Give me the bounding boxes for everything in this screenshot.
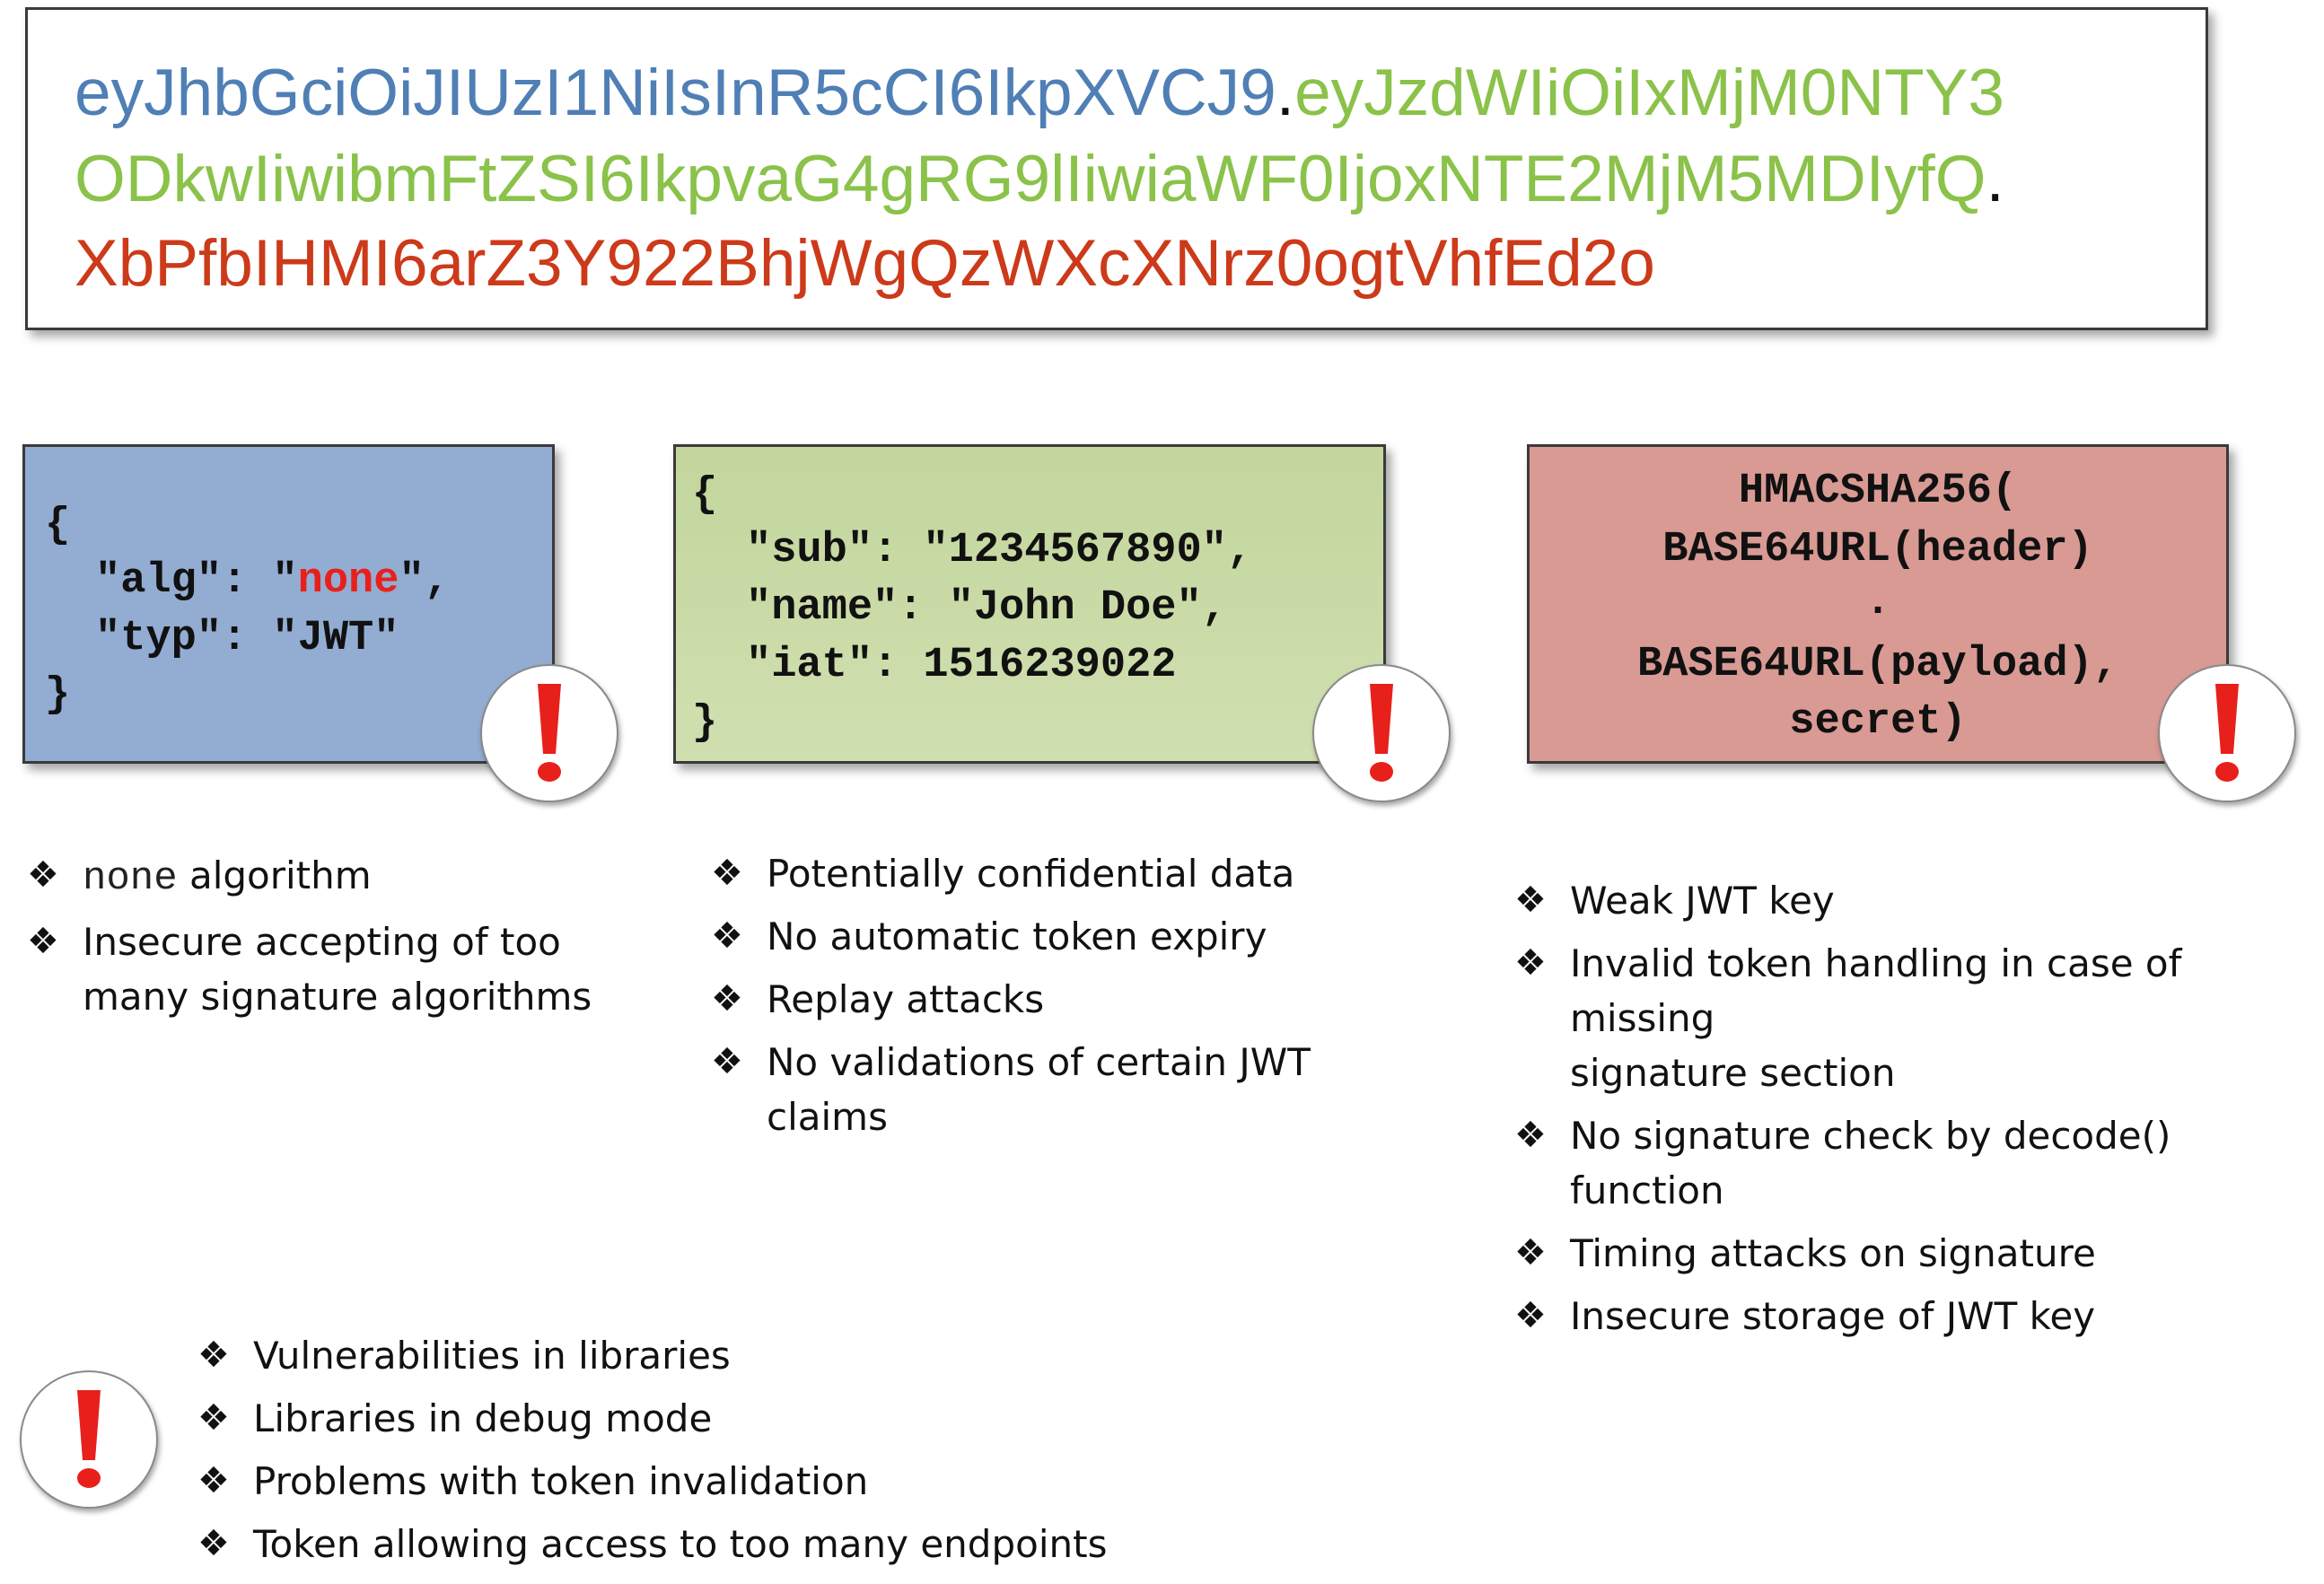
header-alg-value: none <box>297 557 399 605</box>
payload-json-box: { "sub": "1234567890", "name": "John Doe… <box>673 444 1386 764</box>
token-line-1: eyJhbGciOiJIUzI1NiIsInR5cCI6IkpXVCJ9.eyJ… <box>75 60 2004 126</box>
signature-issues-list: ❖ Weak JWT key ❖ Invalid token handling in… <box>1514 873 2313 1352</box>
signature-formula-box: HMACSHA256( BASE64URL(header) . BASE64UR… <box>1527 444 2229 764</box>
exclamation-alert-icon <box>2158 664 2296 802</box>
signature-line-2: BASE64URL(header) <box>1662 526 2093 573</box>
list-item-text: Problems with token invalidation <box>253 1459 869 1503</box>
header-alg-key: "alg": " <box>95 557 298 605</box>
payload-close-brace: } <box>692 699 718 747</box>
list-item-text: No validations of certain JWT <box>767 1040 1311 1084</box>
token-separator-dot: . <box>1276 57 1295 129</box>
bullet-icon: ❖ <box>27 921 59 962</box>
list-item-text: many signature algorithms <box>83 975 592 1019</box>
list-item: ❖ none algorithm <box>27 848 619 906</box>
list-item: ❖ Problems with token invalidation <box>197 1454 1185 1509</box>
signature-line-5: secret) <box>1789 698 1967 746</box>
exclamation-alert-icon <box>20 1370 158 1509</box>
list-item: ❖ No automatic token expiry <box>711 909 1357 964</box>
bullet-icon: ❖ <box>1514 1115 1547 1156</box>
exclamation-alert-icon <box>1312 664 1451 802</box>
list-item: ❖ Token allowing access to too many endpo… <box>197 1517 1185 1571</box>
list-item: ❖ Weak JWT key <box>1514 873 2313 928</box>
list-item-text: Weak JWT key <box>1570 879 1835 923</box>
encoded-token-box: eyJhbGciOiJIUzI1NiIsInR5cCI6IkpXVCJ9.eyJ… <box>25 7 2208 330</box>
list-item-text: No automatic token expiry <box>767 915 1267 958</box>
list-item-text: Insecure storage of JWT key <box>1570 1294 2096 1338</box>
token-line-3: XbPfbIHMI6arZ3Y922BhjWgQzWXcXNrz0ogtVhfE… <box>75 231 1655 296</box>
list-item-text: Insecure accepting of too <box>83 920 561 964</box>
header-open-brace: { <box>45 502 71 549</box>
general-issues-list: ❖ Vulnerabilities in libraries ❖ Libraries… <box>197 1328 1185 1580</box>
list-item-text: signature section <box>1570 1051 1896 1095</box>
payload-issues-list: ❖ Potentially confidential data ❖ No autom… <box>711 846 1357 1152</box>
list-item-text: Replay attacks <box>767 977 1045 1021</box>
header-alg-line: "alg": "none", <box>95 560 450 602</box>
list-item-text: Vulnerabilities in libraries <box>253 1334 731 1378</box>
bullet-icon: ❖ <box>1514 942 1547 984</box>
header-close-brace: } <box>45 671 71 719</box>
header-issues-list: ❖ none algorithm ❖ Insecure accepting of t… <box>27 848 619 1032</box>
list-item: ❖ Insecure storage of JWT key <box>1514 1289 2313 1343</box>
bullet-icon: ❖ <box>711 978 743 1020</box>
bullet-icon: ❖ <box>27 854 59 896</box>
token-signature-part: XbPfbIHMI6arZ3Y922BhjWgQzWXcXNrz0ogtVhfE… <box>75 227 1655 300</box>
token-line-2: ODkwIiwibmFtZSI6IkpvaG4gRG9lIiwiaWF0Ijox… <box>75 146 2004 212</box>
list-item: ❖ No validations of certain JWT claims <box>711 1035 1357 1144</box>
list-item-text: algorithm <box>189 853 372 897</box>
bullet-icon: ❖ <box>1514 1232 1547 1273</box>
list-item-text: Token allowing access to too many endpoi… <box>253 1522 1108 1566</box>
list-item-text: Potentially confidential data <box>767 852 1295 896</box>
signature-line-4: BASE64URL(payload), <box>1637 641 2118 688</box>
bullet-icon: ❖ <box>711 1041 743 1082</box>
list-item-text: Timing attacks on signature <box>1570 1231 2096 1275</box>
bullet-icon: ❖ <box>711 915 743 957</box>
list-item: ❖ No signature check by decode() function <box>1514 1108 2313 1218</box>
header-json-box: { "alg": "none", "typ": "JWT" } <box>22 444 555 764</box>
list-item-text: Libraries in debug mode <box>253 1396 713 1440</box>
none-keyword: none <box>83 856 178 901</box>
payload-iat-line: "iat": 1516239022 <box>746 642 1177 689</box>
payload-sub-line: "sub": "1234567890", <box>746 527 1253 574</box>
bullet-icon: ❖ <box>711 853 743 894</box>
list-item-text: No signature check by decode() function <box>1570 1114 2171 1212</box>
list-item-text: Invalid token handling in case of missin… <box>1570 941 2182 1040</box>
token-header-part: eyJhbGciOiJIUzI1NiIsInR5cCI6IkpXVCJ9 <box>75 57 1276 129</box>
list-item: ❖ Vulnerabilities in libraries <box>197 1328 1185 1383</box>
bullet-icon: ❖ <box>197 1460 230 1501</box>
list-item: ❖ Replay attacks <box>711 972 1357 1027</box>
payload-open-brace: { <box>692 471 718 519</box>
list-item: ❖ Libraries in debug mode <box>197 1391 1185 1446</box>
header-typ-line: "typ": "JWT" <box>95 615 399 662</box>
bullet-icon: ❖ <box>1514 1295 1547 1336</box>
list-item-text: claims <box>767 1095 888 1139</box>
bullet-icon: ❖ <box>197 1523 230 1564</box>
list-item: ❖ Insecure accepting of too many signature… <box>27 915 619 1024</box>
exclamation-alert-icon <box>480 664 618 802</box>
list-item: ❖ Timing attacks on signature <box>1514 1226 2313 1281</box>
signature-line-3: . <box>1864 579 1891 626</box>
list-item: ❖ Invalid token handling in case of missi… <box>1514 936 2313 1100</box>
header-alg-end: ", <box>399 557 450 605</box>
bullet-icon: ❖ <box>1514 880 1547 921</box>
bullet-icon: ❖ <box>197 1335 230 1376</box>
token-payload-part: ODkwIiwibmFtZSI6IkpvaG4gRG9lIiwiaWF0Ijox… <box>75 143 1986 215</box>
bullet-icon: ❖ <box>197 1397 230 1439</box>
token-payload-part: eyJzdWIiOiIxMjM0NTY3 <box>1294 57 2004 129</box>
list-item: ❖ Potentially confidential data <box>711 846 1357 901</box>
signature-line-1: HMACSHA256( <box>1738 468 2018 515</box>
token-separator-dot: . <box>1986 143 2004 215</box>
payload-name-line: "name": "John Doe", <box>746 584 1227 632</box>
